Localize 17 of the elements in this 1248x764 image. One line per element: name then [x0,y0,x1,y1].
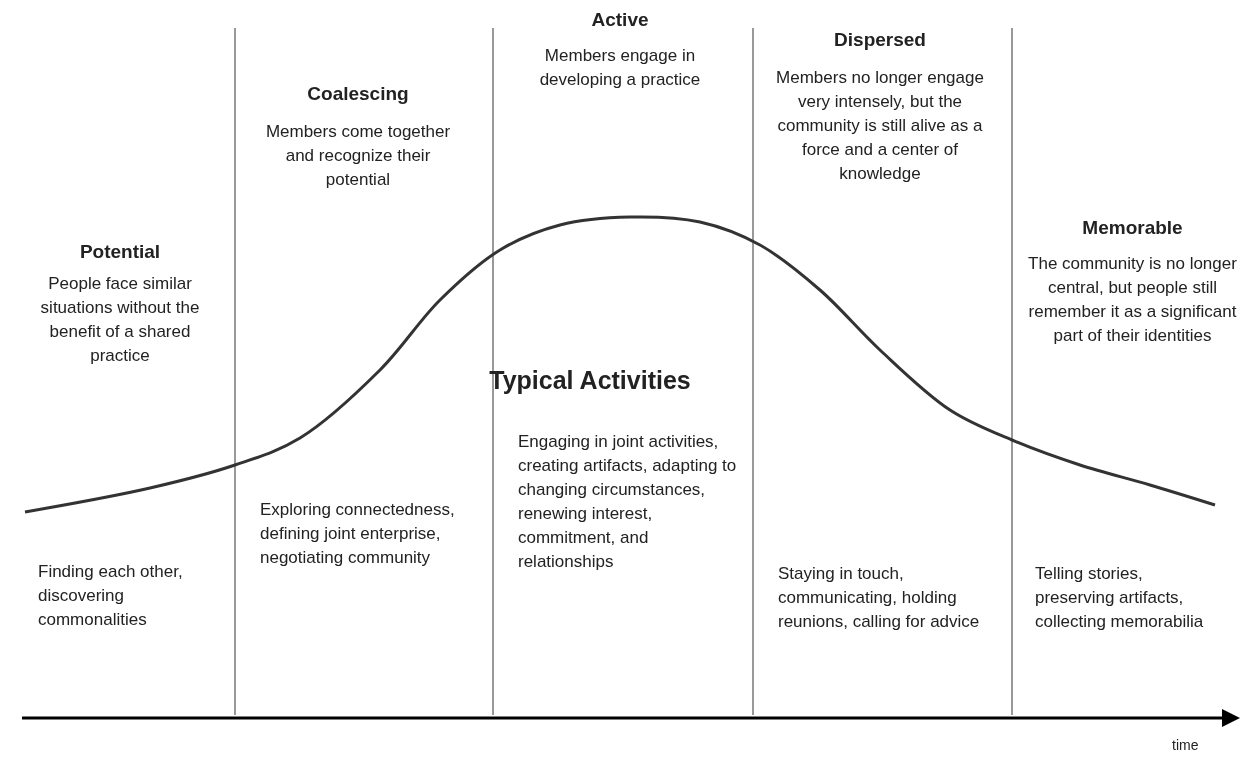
activity-text: Staying in touch, communicating, holding reunions, calling for advice [778,563,981,633]
stage-heading: Coalescing [306,82,410,106]
activity-text: Engaging in joint activities, creating artifacts, adapting to changing circumstances, renewing interest, commitment, and relationships [518,431,738,573]
stage-heading: Active [590,8,650,32]
stage-description: Members engage in developing a practice [538,45,702,91]
stage-description: The community is no longer central, but people still remember it as a significant part of their identities [1027,253,1238,347]
stage-description: Members come together and recognize their potential [264,121,452,191]
axis-label: time [1172,736,1200,755]
stage-description: Members no longer engage very intensely, but the community is still alive as a force and a center of knowledge [775,67,985,185]
stage-heading: Memorable [1081,216,1184,240]
stage-description: People face similar situations without the benefit of a shared practice [39,273,201,367]
activity-text: Exploring connectedness, defining joint enterprise, negotiating community [260,499,456,569]
activity-text: Telling stories, preserving artifacts, collecting memorabilia [1035,563,1205,633]
stage-heading: Potential [78,240,162,264]
stage-heading: Dispersed [833,28,927,52]
activity-text: Finding each other, discovering commonalities [38,561,184,631]
section-heading: Typical Activities [488,365,692,395]
